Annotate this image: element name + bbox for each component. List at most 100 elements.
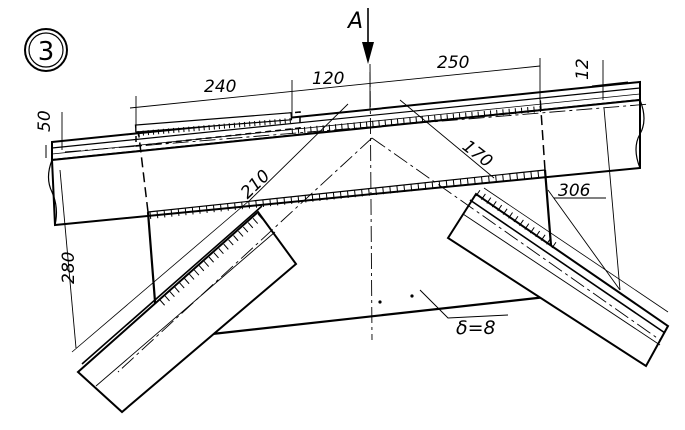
weld-tick [262, 199, 265, 208]
weld-tick [483, 110, 486, 117]
weld-tick [189, 273, 195, 280]
weld-tick [495, 175, 497, 183]
weld-tick [347, 123, 349, 130]
weld-tick [446, 114, 449, 121]
weld-tick [434, 115, 436, 122]
weld-tick [341, 123, 343, 130]
weld-tick [177, 208, 180, 217]
weld-tick [403, 118, 405, 125]
weld-tick [530, 171, 533, 179]
weld-tick [546, 238, 551, 245]
weld-tick [533, 106, 535, 113]
weld-tick [458, 113, 461, 120]
weld-tick [516, 172, 519, 181]
weld-tick [334, 124, 337, 131]
weld-tick [303, 126, 306, 133]
weld-tick [513, 215, 519, 223]
weld-tick [523, 172, 526, 180]
weld-tick [389, 186, 392, 194]
weld-tick [310, 126, 312, 133]
weld-tick [440, 114, 442, 121]
weld-tick [297, 196, 300, 204]
dim-height-left: 280 [59, 252, 79, 284]
weld-tick [359, 121, 362, 128]
weld-tick [283, 197, 286, 205]
arrow-head-icon [362, 42, 374, 64]
thickness-label: δ=8 [456, 317, 496, 339]
weld-tick [170, 209, 173, 217]
weld-tick [149, 211, 152, 220]
weld-tick [481, 176, 483, 184]
weld-tick [475, 189, 481, 197]
figure-number: 3 [38, 37, 55, 67]
weld-tick [390, 119, 393, 126]
dim-weld-left: 240 [204, 77, 236, 97]
weld-tick [174, 286, 180, 293]
view-arrow: A [346, 8, 374, 64]
weld-tick [325, 193, 328, 201]
weld-tick [508, 212, 513, 219]
weld-tick [164, 295, 170, 302]
weld-tick [205, 205, 208, 214]
weld-tick [191, 207, 194, 215]
weld-tick [473, 177, 476, 185]
weld-tick [269, 199, 272, 207]
weld-tick [208, 256, 214, 263]
weld-tick [257, 213, 263, 220]
weld-tick [212, 205, 215, 213]
weld-tick [486, 197, 492, 204]
weld-tick [497, 204, 503, 212]
weld-tick [372, 120, 374, 127]
weld-tick [159, 299, 165, 306]
weld-tick [415, 116, 418, 124]
weld-tick [459, 178, 462, 187]
weld-tick [234, 202, 236, 211]
weld-tick [477, 111, 480, 118]
weld-tick [193, 269, 200, 276]
weld-tick [238, 230, 244, 237]
weld-tick [502, 174, 504, 182]
weld-tick [524, 223, 530, 230]
weld-tick [233, 235, 239, 242]
weld-tick [409, 117, 411, 124]
weld-tick [223, 243, 229, 250]
weld-tick [382, 187, 385, 195]
weld-tick [248, 201, 250, 209]
weld-tick [535, 230, 541, 238]
weld-tick [220, 204, 222, 212]
weld-tick [213, 252, 219, 259]
weld-tick [241, 202, 243, 210]
weld-tick [502, 208, 508, 215]
weld-tick [417, 183, 420, 191]
figure-number-badge: 3 [24, 28, 68, 72]
dim-height-right: 306 [558, 181, 591, 201]
weld-tick [527, 107, 529, 114]
right-diagonal [446, 187, 670, 368]
gusset-plate: δ=8 [135, 95, 557, 342]
weld-tick [509, 173, 511, 181]
weld-tick [365, 121, 368, 128]
weld-tick [396, 118, 399, 125]
weld-tick [445, 180, 448, 188]
weld-tick [410, 184, 413, 192]
weld-tick [424, 182, 427, 190]
weld-tick [540, 234, 546, 241]
weld-tick [466, 178, 469, 186]
weld-tick [368, 188, 370, 196]
weld-tick [529, 227, 535, 234]
dim-gap-center: 120 [312, 69, 344, 89]
gusset-top-weld [147, 169, 547, 220]
weld-tick [489, 110, 492, 117]
weld-tick [328, 124, 331, 131]
weld-tick [318, 193, 321, 202]
left-diagonal-weld [159, 213, 263, 306]
weld-tick [519, 219, 524, 226]
chord-weld [134, 105, 542, 137]
weld-tick [465, 112, 467, 119]
weld-tick [353, 122, 356, 129]
weld-tick [508, 108, 511, 115]
weld-tick [184, 278, 190, 285]
weld-tick [169, 291, 175, 297]
weld-tick [316, 125, 318, 132]
